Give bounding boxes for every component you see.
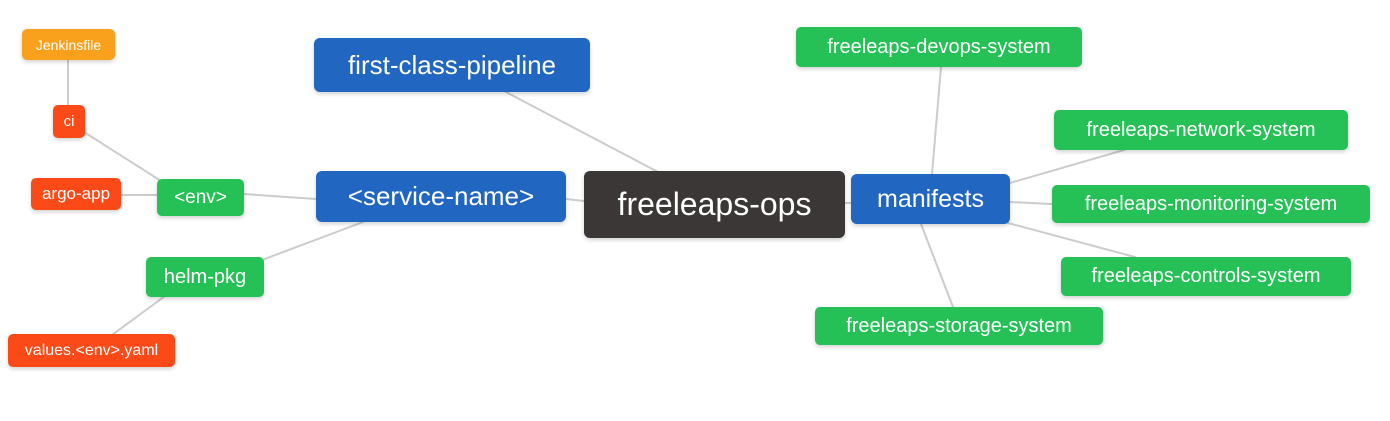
node-freeleaps-monitoring-system[interactable]: freeleaps-monitoring-system (1052, 185, 1370, 223)
node-freeleaps-devops-system[interactable]: freeleaps-devops-system (796, 27, 1082, 67)
connector-helm-pkg-service-name (261, 221, 364, 261)
node-env[interactable]: <env> (157, 179, 244, 216)
connector-env-service-name (243, 193, 317, 200)
node-values-env-yaml[interactable]: values.<env>.yaml (8, 334, 175, 367)
node-freeleaps-storage-system[interactable]: freeleaps-storage-system (815, 307, 1103, 345)
connector-manifests-devops (931, 66, 942, 175)
connector-manifests-storage (920, 223, 954, 308)
connector-manifests-monitoring (1009, 201, 1053, 205)
node-ci[interactable]: ci (53, 105, 85, 138)
node-manifests[interactable]: manifests (851, 174, 1010, 224)
node-helm-pkg[interactable]: helm-pkg (146, 257, 264, 297)
connector-pipeline-freeleaps-ops (503, 90, 659, 173)
connector-service-name-freeleaps-ops (565, 198, 585, 202)
connector-values-helm-pkg (111, 295, 166, 336)
node-jenkinsfile[interactable]: Jenkinsfile (22, 29, 115, 60)
node-freeleaps-controls-system[interactable]: freeleaps-controls-system (1061, 257, 1351, 296)
connector-manifests-controls (1007, 222, 1136, 258)
node-freeleaps-ops-root[interactable]: freeleaps-ops (584, 171, 845, 238)
node-first-class-pipeline[interactable]: first-class-pipeline (314, 38, 590, 92)
connector-manifests-network (1009, 149, 1125, 184)
node-freeleaps-network-system[interactable]: freeleaps-network-system (1054, 110, 1348, 150)
node-argo-app[interactable]: argo-app (31, 178, 121, 210)
connector-ci-env (83, 131, 162, 182)
node-service-name[interactable]: <service-name> (316, 171, 566, 222)
